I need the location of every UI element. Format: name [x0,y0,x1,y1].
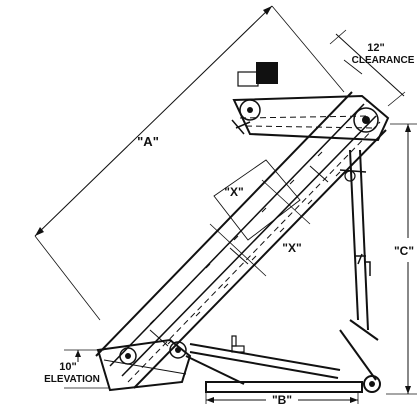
motor [256,62,278,84]
label-dim-x-upper: "X" [224,185,243,199]
dimension-a [34,5,345,321]
x-dimension-box [209,159,311,277]
clearance-dimension [329,29,406,107]
caster-wheel [363,375,381,393]
tail-pulley-top [239,99,261,121]
label-dim-x-lower: "X" [282,241,301,255]
label-elevation-value: 10" [59,361,76,373]
elevation-dimension [64,349,110,389]
conveyor-bed [95,91,387,389]
dimension-c [386,123,417,395]
label-dim-c: "C" [394,244,414,258]
head-section [231,62,390,142]
label-dim-b: "B" [272,393,292,406]
label-elevation-text: ELEVATION [44,374,100,385]
label-dim-a: "A" [137,134,159,149]
drive-pulley [353,107,379,133]
label-clearance-text: CLEARANCE [352,55,415,66]
dimension-b [205,392,359,404]
support-leg [339,149,371,331]
base-frame [185,319,381,393]
floor-base [205,381,363,393]
label-clearance-value: 12" [367,42,384,54]
tail-section [96,338,192,392]
